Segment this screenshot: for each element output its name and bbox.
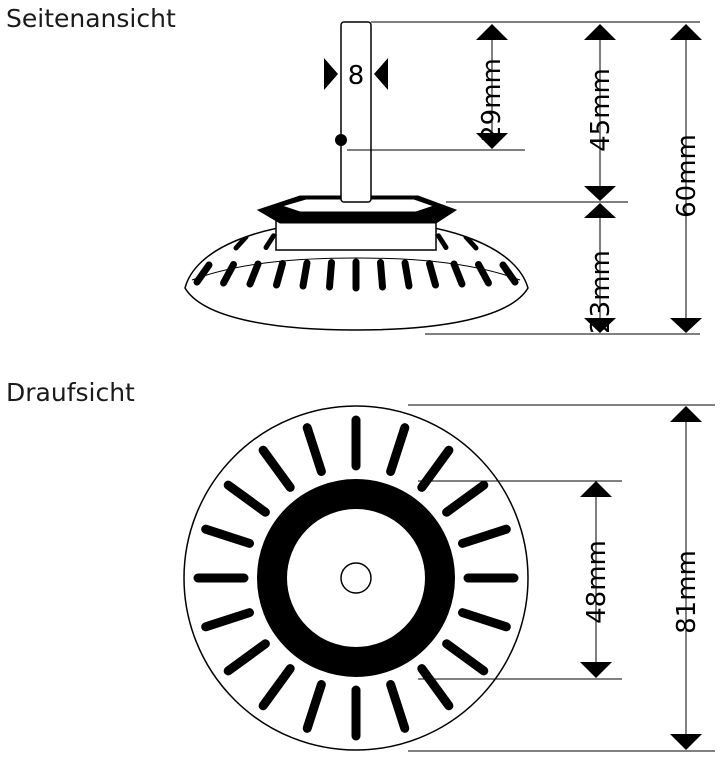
radial-slot	[258, 664, 295, 711]
stem-width-arrow-right	[374, 58, 388, 90]
dim-45-label: 45mm	[586, 68, 616, 152]
dim-60-label: 60mm	[672, 134, 702, 218]
radial-slot	[458, 608, 511, 632]
center-hole	[340, 562, 372, 594]
arrow-23-bottom	[584, 318, 616, 333]
radial-slot	[442, 639, 489, 676]
basket-slot	[499, 261, 519, 286]
basket-slot-upper	[436, 233, 449, 250]
radial-slot	[258, 445, 295, 492]
arrow-23-top	[584, 203, 616, 218]
radial-slot	[386, 680, 410, 733]
radial-slot	[386, 423, 410, 476]
side-view-title: Seitenansicht	[6, 4, 176, 33]
basket-slot-upper	[518, 237, 528, 252]
arrow-45-top	[584, 24, 616, 40]
basket-slot	[377, 259, 386, 291]
arrow-48-bottom	[580, 662, 612, 678]
radial-slot	[302, 680, 326, 733]
dark-ring	[257, 479, 455, 677]
radial-slot	[201, 608, 254, 632]
arrow-48-top	[580, 481, 612, 497]
basket-slot-upper	[491, 235, 509, 251]
radial-slots	[193, 415, 519, 741]
basket-slot	[246, 260, 262, 288]
top-view: 48mm 81mm	[183, 404, 715, 752]
arrow-29-top	[476, 24, 508, 40]
basket-slot	[401, 259, 413, 290]
arrow-60-bottom	[670, 318, 702, 333]
radial-slot	[302, 423, 326, 476]
basket-slot	[475, 261, 492, 287]
basket-slot	[193, 261, 213, 286]
radial-slot	[442, 480, 489, 517]
dim-48-label: 48mm	[582, 540, 612, 624]
arrow-29-bottom	[476, 133, 508, 149]
stem	[340, 21, 372, 203]
dim-23-label: 23mm	[586, 250, 616, 334]
cap-top-face	[280, 198, 436, 213]
radial-slot	[201, 524, 254, 548]
dim-81-label: 81mm	[672, 550, 702, 634]
stem-hole	[335, 134, 347, 146]
arrow-45-bottom	[584, 186, 616, 201]
radial-slot	[458, 524, 511, 548]
dim-29-label: 29mm	[477, 58, 507, 142]
basket-slot-upper	[233, 234, 249, 251]
radial-slot	[417, 664, 454, 711]
side-view: 8 29mm 45mm 23mm 60mm	[184, 21, 702, 335]
basket-slot-upper	[463, 234, 479, 251]
basket-inner-rim	[191, 257, 521, 281]
radial-slot	[223, 480, 270, 517]
basket-slot	[326, 259, 335, 291]
basket-slot	[450, 260, 466, 288]
arrow-60-top	[670, 24, 702, 40]
basket-slot	[273, 260, 286, 289]
basket-slot-upper	[203, 235, 221, 251]
basket-slot	[299, 259, 311, 290]
basket-slot	[426, 260, 439, 289]
arrow-81-top	[670, 406, 702, 422]
basket-slot-upper	[263, 233, 276, 250]
top-view-title: Draufsicht	[6, 378, 135, 407]
radial-slot	[223, 639, 270, 676]
basket-slot	[220, 261, 237, 287]
stem-width-arrow-left	[324, 58, 338, 90]
dim-stem-width-label: 8	[348, 61, 365, 91]
arrow-81-bottom	[670, 734, 702, 750]
basket-slot-upper	[185, 237, 194, 252]
